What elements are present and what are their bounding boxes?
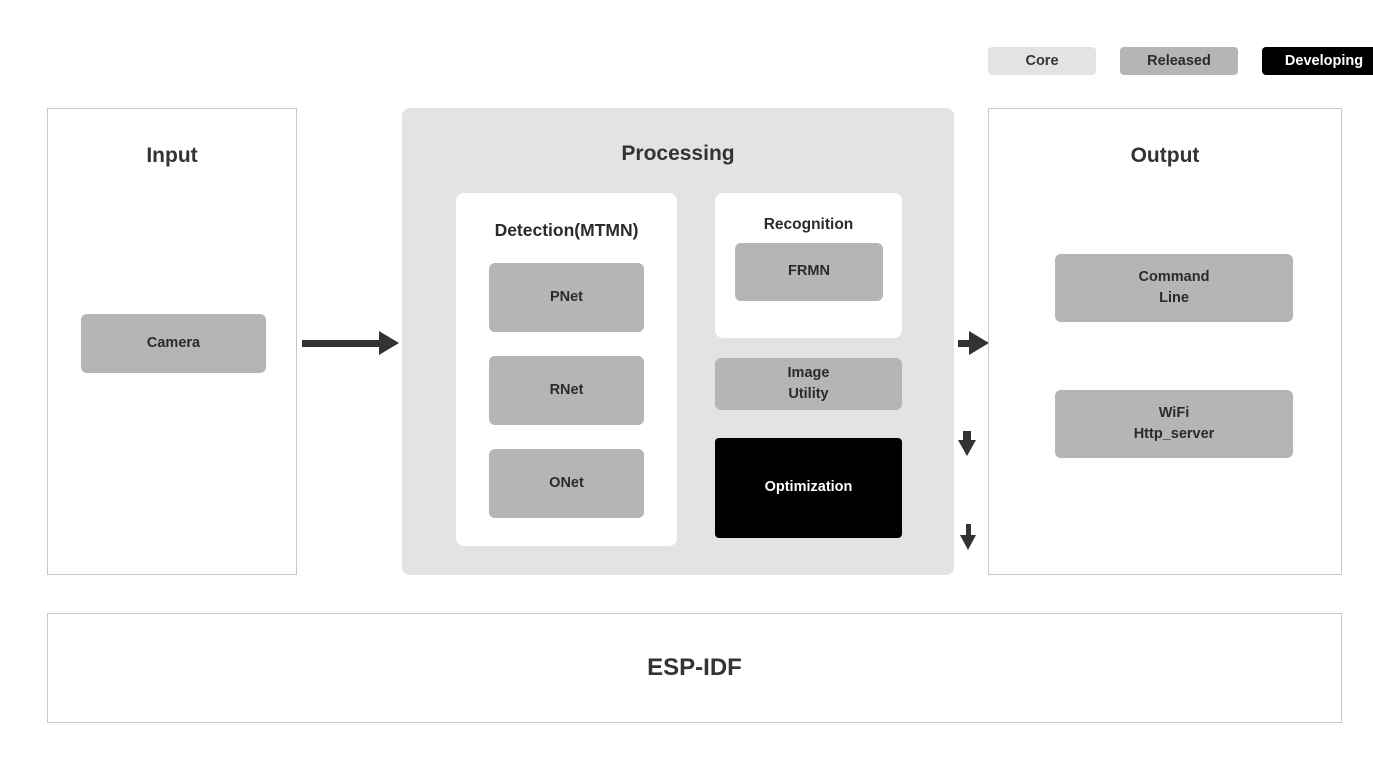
- panel-esp-idf: ESP-IDF: [47, 613, 1342, 723]
- node-wifi-http-server: WiFi Http_server: [1055, 390, 1293, 458]
- arrow-shaft: [958, 339, 970, 347]
- node-onet: ONet: [489, 449, 644, 518]
- group-recognition: Recognition FRMN: [715, 193, 902, 338]
- arrow-shaft: [965, 524, 971, 536]
- arrow-head-icon: [379, 331, 399, 355]
- panel-input-title: Input: [146, 144, 198, 167]
- legend-item-developing: Developing: [1262, 47, 1373, 75]
- legend-item-core: Core: [988, 47, 1096, 75]
- legend-item-released: Released: [1120, 47, 1238, 75]
- node-camera: Camera: [81, 314, 266, 373]
- node-pnet: PNet: [489, 263, 644, 332]
- arrow-rnet-to-onet: [960, 524, 976, 550]
- arrow-shaft: [963, 431, 971, 441]
- arrow-pnet-to-rnet: [958, 431, 976, 456]
- arrow-head-icon: [960, 535, 976, 550]
- panel-output-title: Output: [1130, 144, 1200, 167]
- node-rnet: RNet: [489, 356, 644, 425]
- panel-input: Input Camera: [47, 108, 297, 575]
- esp-idf-label: ESP-IDF: [647, 654, 742, 681]
- node-command-line: Command Line: [1055, 254, 1293, 322]
- group-recognition-title: Recognition: [763, 216, 854, 233]
- arrow-head-icon: [958, 440, 976, 456]
- arrow-head-icon: [969, 331, 989, 355]
- group-detection-title: Detection(MTMN): [494, 220, 639, 240]
- arrow-shaft: [302, 339, 380, 347]
- node-frmn: FRMN: [735, 243, 883, 301]
- group-detection: Detection(MTMN) PNet RNet ONet: [456, 193, 677, 546]
- arrow-processing-to-output: [958, 331, 989, 355]
- panel-processing: Processing Detection(MTMN) PNet RNet ONe…: [402, 108, 976, 575]
- panel-output: Output Command Line WiFi Http_server: [988, 108, 1342, 575]
- legend: Core Released Developing: [988, 47, 1373, 75]
- panel-processing-title: Processing: [621, 142, 735, 165]
- node-image-utility: Image Utility: [715, 358, 902, 410]
- arrow-input-to-processing: [302, 331, 399, 355]
- node-optimization: Optimization: [715, 438, 902, 538]
